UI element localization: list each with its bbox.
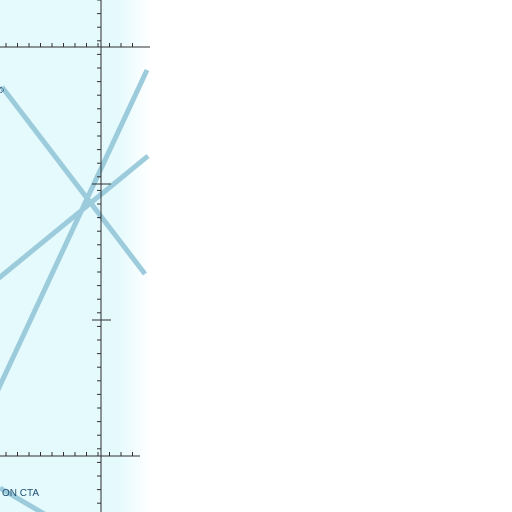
airway-sw-ne-steep — [0, 68, 150, 392]
airway-nw-se — [0, 85, 147, 276]
airway-lines — [0, 68, 150, 512]
airway-bottom — [0, 485, 46, 512]
parallel-ticks — [5, 43, 133, 456]
airway-sw-ne-shallow — [0, 154, 150, 281]
meridian-ticks — [97, 0, 101, 504]
airspace-label: ON CTA — [2, 488, 40, 499]
